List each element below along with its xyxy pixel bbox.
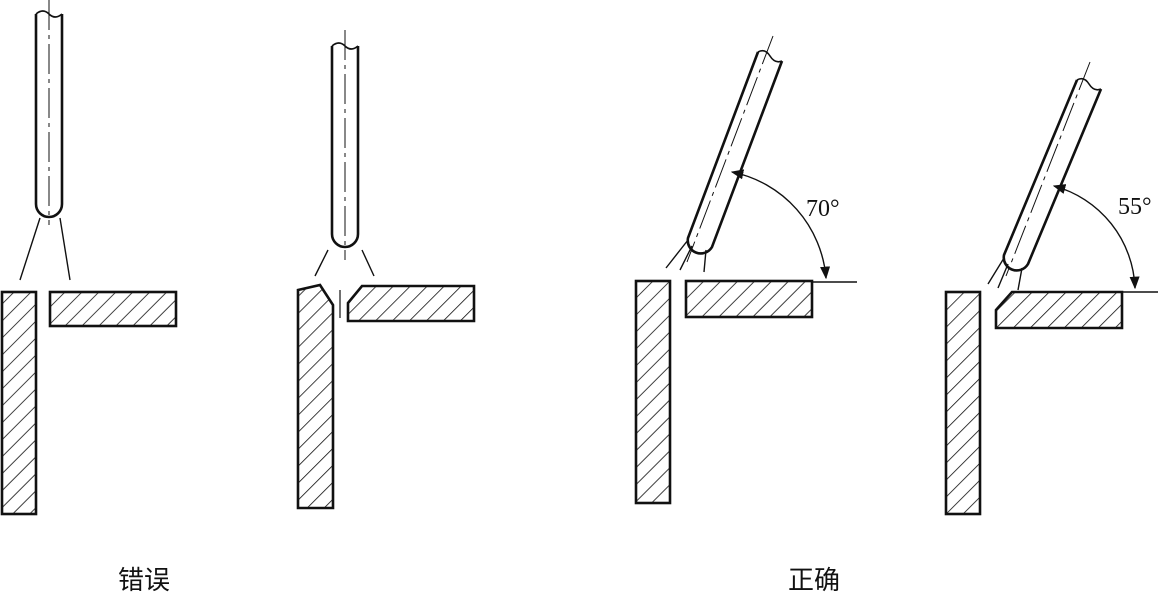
angle-arc-55 xyxy=(1052,184,1140,290)
angle-label-70: 70° xyxy=(806,196,840,222)
electrode-correct-70 xyxy=(665,35,857,283)
electrode-wrong-1 xyxy=(19,0,71,281)
horizontal-plate-correct-70 xyxy=(684,279,814,319)
vertical-plate-wrong-1 xyxy=(0,290,38,516)
vertical-plate-wrong-2 xyxy=(296,283,335,510)
panel-wrong-2 xyxy=(296,30,476,510)
horizontal-plate-wrong-1 xyxy=(48,290,178,328)
horizontal-plate-wrong-2 xyxy=(346,284,476,323)
electrode-correct-55 xyxy=(987,61,1158,293)
panel-wrong-1 xyxy=(0,0,178,516)
electrode-wrong-2 xyxy=(314,30,375,277)
vertical-plate-correct-55 xyxy=(944,290,982,516)
horizontal-plate-correct-55 xyxy=(994,290,1124,330)
angle-label-55: 55° xyxy=(1118,194,1152,220)
caption-correct: 正确 xyxy=(788,566,841,596)
angle-arc-70 xyxy=(730,169,831,280)
panel-correct-55: 55° xyxy=(944,61,1158,516)
vertical-plate-correct-70 xyxy=(634,279,672,505)
panel-correct-70: 70° xyxy=(634,35,857,505)
caption-wrong: 错误 xyxy=(118,566,171,596)
